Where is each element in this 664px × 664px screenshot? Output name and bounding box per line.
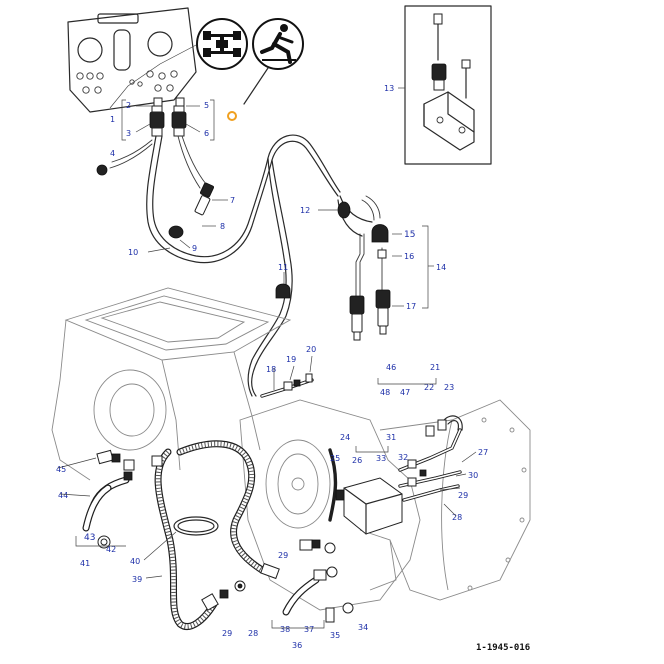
callout-7: 7 xyxy=(230,196,235,205)
callout-26: 26 xyxy=(352,456,362,465)
callout-46: 46 xyxy=(386,363,396,372)
callout-21: 21 xyxy=(430,363,440,372)
callout-40: 40 xyxy=(130,557,140,566)
callout-45: 45 xyxy=(56,465,66,474)
callout-33: 33 xyxy=(376,454,386,463)
callout-14: 14 xyxy=(436,263,446,272)
callout-30: 30 xyxy=(468,471,478,480)
differential-lock-icon xyxy=(196,18,248,70)
hydraulic-lines xyxy=(82,373,463,630)
callout-20: 20 xyxy=(306,345,316,354)
callout-48: 48 xyxy=(380,388,390,397)
callout-15: 15 xyxy=(404,230,415,240)
callout-19: 19 xyxy=(286,355,296,364)
switch-assembly xyxy=(121,97,215,141)
callout-37: 37 xyxy=(304,625,314,634)
inset-box xyxy=(398,5,492,165)
callout-31: 31 xyxy=(386,433,396,442)
callout-32: 32 xyxy=(398,453,408,462)
instrument-panel-icon xyxy=(67,7,197,113)
callout-13: 13 xyxy=(384,84,394,93)
callout-28a: 28 xyxy=(452,513,462,522)
callout-4: 4 xyxy=(110,149,115,158)
operator-seat-icon xyxy=(252,18,304,70)
callout-42: 42 xyxy=(106,545,116,554)
callout-8: 8 xyxy=(220,222,225,231)
pressure-switch-group xyxy=(349,224,434,341)
callout-28b: 28 xyxy=(248,629,258,638)
callout-41: 41 xyxy=(80,559,90,568)
callout-9: 9 xyxy=(192,244,197,253)
callout-5: 5 xyxy=(204,101,209,110)
callout-12: 12 xyxy=(300,206,310,215)
callout-3: 3 xyxy=(126,129,131,138)
callout-36: 36 xyxy=(292,641,302,650)
callout-18: 18 xyxy=(266,365,276,374)
callout-35: 35 xyxy=(330,631,340,640)
transmission-housing xyxy=(51,287,531,611)
callout-22: 22 xyxy=(424,383,434,392)
callout-44: 44 xyxy=(58,491,68,500)
callout-1: 1 xyxy=(110,115,115,124)
ring-callout-icon xyxy=(227,111,237,121)
callout-34: 34 xyxy=(358,623,368,632)
catalog-number: 1-1945-016 xyxy=(476,643,530,653)
callout-43: 43 xyxy=(84,533,95,543)
callout-11: 11 xyxy=(278,263,288,272)
callout-47: 47 xyxy=(400,388,410,397)
callout-25: 25 xyxy=(330,454,340,463)
callout-29a: 29 xyxy=(458,491,468,500)
callout-10: 10 xyxy=(128,248,138,257)
rear-harness xyxy=(247,157,381,397)
callout-16: 16 xyxy=(404,252,414,261)
callout-17: 17 xyxy=(406,302,416,311)
callout-29b: 29 xyxy=(278,551,288,560)
part-callouts: 1 2 3 4 5 6 7 8 9 10 11 12 13 14 15 16 1… xyxy=(56,84,488,650)
callout-29c: 29 xyxy=(222,629,232,638)
callout-38: 38 xyxy=(280,625,290,634)
callout-39: 39 xyxy=(132,575,142,584)
callout-27: 27 xyxy=(478,448,488,457)
callout-2: 2 xyxy=(126,101,131,110)
wiring-harness xyxy=(96,134,341,264)
callout-23: 23 xyxy=(444,383,454,392)
callout-6: 6 xyxy=(204,129,209,138)
callout-24: 24 xyxy=(340,433,350,442)
